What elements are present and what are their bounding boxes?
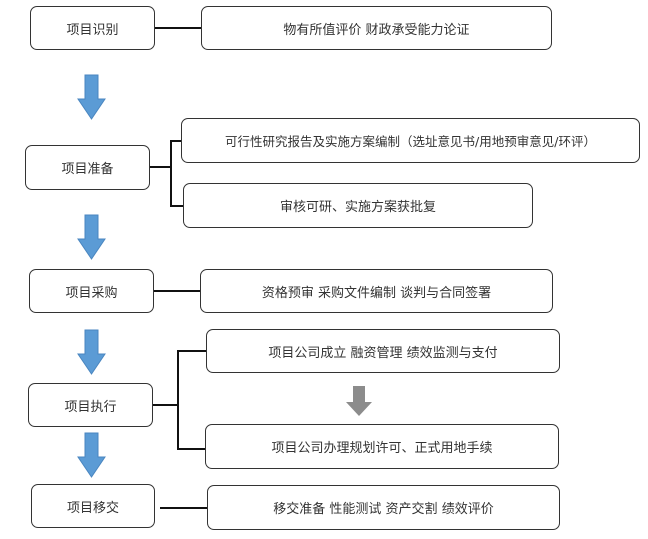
connector <box>170 140 182 142</box>
down-arrow-icon <box>346 386 372 416</box>
detail-transfer: 移交准备 性能测试 资产交割 绩效评价 <box>207 485 560 530</box>
connector <box>177 448 205 450</box>
down-arrow-icon <box>77 214 106 260</box>
connector <box>170 205 184 207</box>
down-arrow-icon <box>77 329 106 375</box>
down-arrow-icon <box>77 432 106 478</box>
connector <box>177 350 206 352</box>
detail-company-setup: 项目公司成立 融资管理 绩效监测与支付 <box>206 329 560 373</box>
connector <box>177 350 179 450</box>
detail-identification: 物有所值评价 财政承受能力论证 <box>201 6 552 50</box>
detail-procurement: 资格预审 采购文件编制 谈判与合同签署 <box>200 269 553 313</box>
stage-procurement: 项目采购 <box>29 269 154 313</box>
detail-feasibility: 可行性研究报告及实施方案编制（选址意见书/用地预审意见/环评） <box>181 118 640 163</box>
detail-permits: 项目公司办理规划许可、正式用地手续 <box>205 424 559 469</box>
connector <box>154 290 200 292</box>
connector <box>170 140 172 207</box>
stage-execution: 项目执行 <box>28 383 153 427</box>
connector <box>155 27 201 29</box>
down-arrow-icon <box>77 74 106 120</box>
connector <box>160 507 207 509</box>
stage-identification: 项目识别 <box>30 6 155 50</box>
stage-transfer: 项目移交 <box>31 484 155 528</box>
connector <box>153 404 179 406</box>
connector <box>150 166 171 168</box>
detail-approval: 审核可研、实施方案获批复 <box>183 183 533 228</box>
stage-preparation: 项目准备 <box>25 145 150 190</box>
